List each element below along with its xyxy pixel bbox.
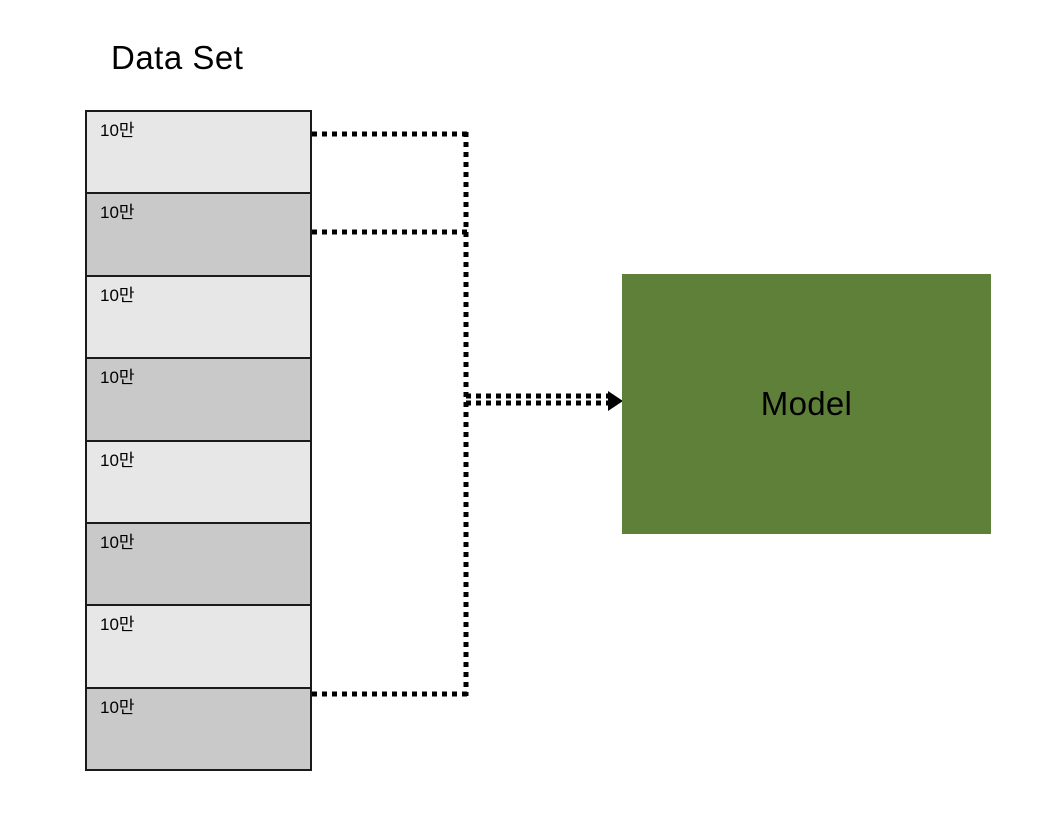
dataset-row-label: 10만: [100, 203, 135, 223]
page-title: Data Set: [111, 39, 244, 76]
model-arrowhead-icon: [608, 391, 623, 411]
dataset-table: 10만 10만 10만 10만 10만 10만 10만 10만: [85, 110, 312, 771]
table-row[interactable]: 10만: [87, 688, 310, 769]
dataset-row-label: 10만: [100, 450, 135, 470]
table-row[interactable]: 10만: [87, 112, 310, 195]
dataset-row-label: 10만: [100, 285, 135, 305]
table-row[interactable]: 10만: [87, 441, 310, 524]
table-row[interactable]: 10만: [87, 194, 310, 277]
dataset-row-label: 10만: [100, 532, 135, 552]
model-label: Model: [760, 385, 853, 422]
dataset-row-label: 10만: [100, 697, 135, 717]
dataset-row-label: 10만: [100, 615, 135, 635]
table-row[interactable]: 10만: [87, 276, 310, 360]
table-row[interactable]: 10만: [87, 359, 310, 442]
dataset-row-label: 10만: [100, 368, 135, 388]
table-row[interactable]: 10만: [87, 523, 310, 607]
dataset-row-label: 10만: [100, 121, 135, 140]
table-row[interactable]: 10만: [87, 606, 310, 689]
model-box[interactable]: Model: [622, 274, 991, 534]
